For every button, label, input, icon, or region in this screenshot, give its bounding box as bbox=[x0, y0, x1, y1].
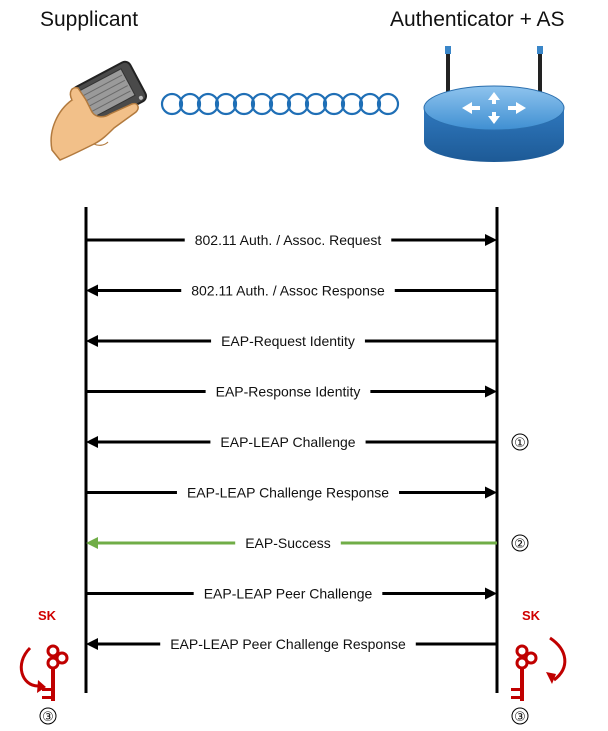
authenticator-title: Authenticator + AS bbox=[390, 8, 565, 31]
right-step-3-marker: ③ bbox=[514, 709, 526, 724]
message-arrow: EAP-Request Identity bbox=[86, 333, 497, 349]
message-label: EAP-LEAP Challenge Response bbox=[187, 485, 389, 501]
wireless-router-icon bbox=[423, 46, 565, 162]
message-arrow: EAP-Response Identity bbox=[86, 384, 497, 400]
wireless-signal-wave-icon bbox=[160, 92, 400, 116]
message-arrow: EAP-Success ② bbox=[86, 534, 529, 552]
message-arrow: EAP-LEAP Peer Challenge Response bbox=[86, 636, 497, 652]
arrow-head bbox=[86, 638, 98, 650]
arrow-head bbox=[485, 385, 497, 398]
arrow-head bbox=[485, 587, 497, 600]
step-marker: ① bbox=[514, 435, 526, 450]
arrow-head bbox=[86, 284, 98, 297]
left-step-3-marker: ③ bbox=[42, 709, 54, 724]
step-marker-circle bbox=[511, 433, 529, 451]
key-icon bbox=[42, 644, 69, 701]
right-sk-label: SK bbox=[522, 608, 541, 623]
message-arrow: 802.11 Auth. / Assoc Response bbox=[86, 283, 497, 299]
step-marker: ② bbox=[514, 536, 526, 551]
supplicant-title: Supplicant bbox=[40, 8, 139, 31]
message-label: EAP-LEAP Challenge bbox=[220, 434, 355, 450]
message-arrow: EAP-LEAP Challenge ① bbox=[86, 433, 529, 451]
message-arrow: 802.11 Auth. / Assoc. Request bbox=[86, 232, 497, 248]
message-label: EAP-Request Identity bbox=[221, 333, 355, 349]
message-arrow: EAP-LEAP Peer Challenge bbox=[86, 586, 497, 602]
message-label: EAP-LEAP Peer Challenge Response bbox=[170, 636, 406, 652]
key-icon bbox=[511, 644, 538, 701]
message-label: EAP-Success bbox=[245, 535, 331, 551]
message-arrow: EAP-LEAP Challenge Response bbox=[86, 485, 497, 501]
arrow-head bbox=[86, 436, 98, 448]
message-label: EAP-Response Identity bbox=[216, 384, 361, 400]
left-sk-label: SK bbox=[38, 608, 57, 623]
hand-held-device-icon bbox=[50, 60, 147, 161]
arrow-head bbox=[86, 537, 98, 549]
message-label: EAP-LEAP Peer Challenge bbox=[204, 586, 373, 602]
message-label: 802.11 Auth. / Assoc Response bbox=[191, 283, 385, 299]
arrow-head bbox=[485, 486, 497, 499]
right-session-key: SK ③ bbox=[511, 608, 567, 725]
arrow-head bbox=[485, 234, 497, 246]
step-marker-circle bbox=[511, 534, 529, 552]
arrow-head bbox=[86, 335, 98, 347]
left-session-key: SK ③ bbox=[19, 608, 69, 725]
message-label: 802.11 Auth. / Assoc. Request bbox=[195, 232, 382, 248]
